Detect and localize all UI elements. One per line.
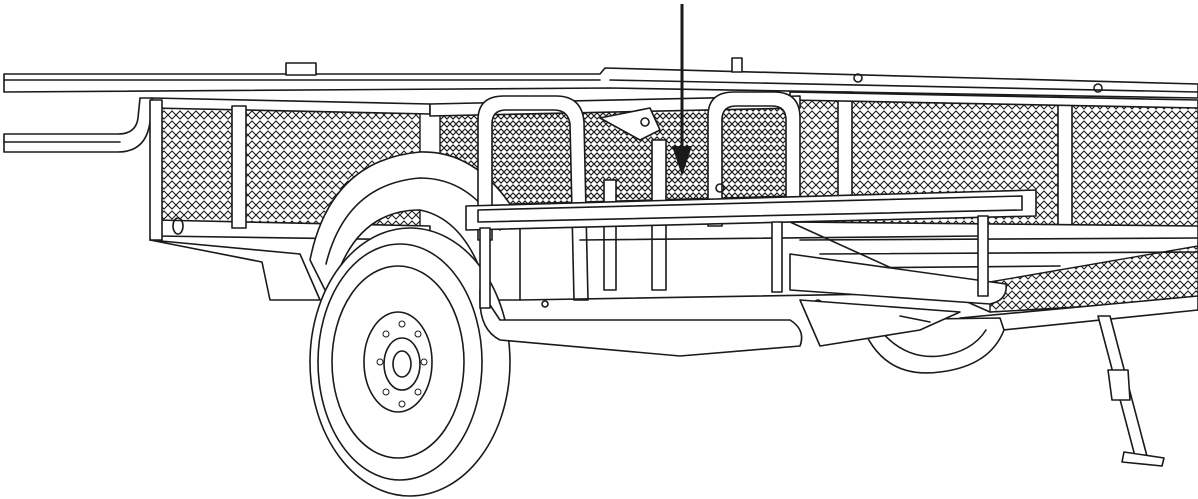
trailer-top-rail [3, 57, 1198, 99]
trailer-tongue [3, 97, 153, 153]
trailer-deck [789, 221, 1198, 335]
front-wheel [309, 227, 511, 497]
pointer-arrow [672, 4, 692, 176]
hitch-mount [799, 299, 961, 347]
cargo-basket [465, 91, 1037, 357]
jack-stand [1097, 315, 1165, 467]
front-mesh-panel [429, 95, 801, 207]
